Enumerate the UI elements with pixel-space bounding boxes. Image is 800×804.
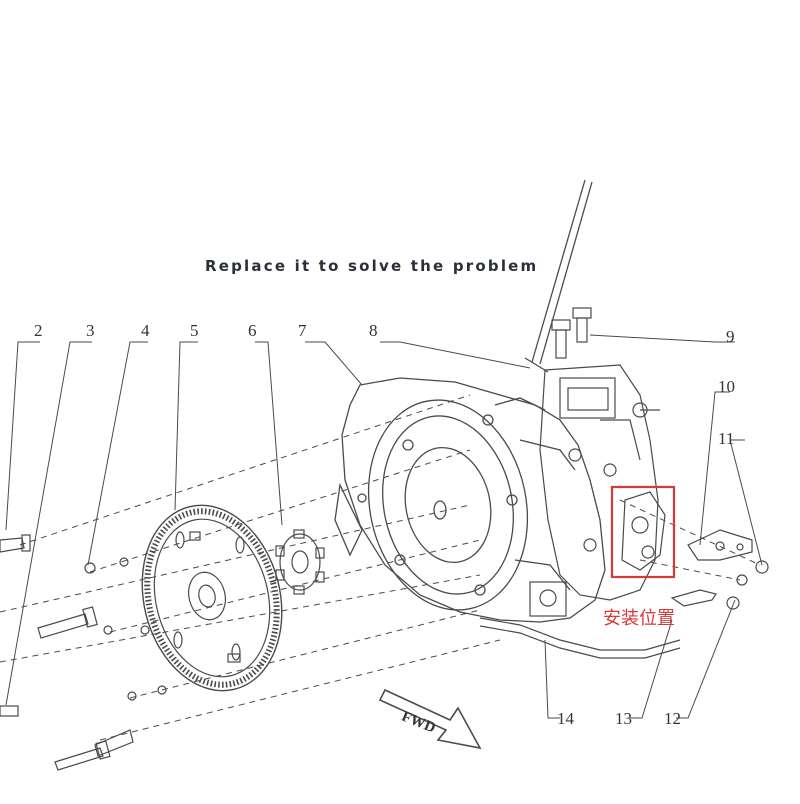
- callout-10: 10: [718, 377, 735, 396]
- callout-9: 9: [726, 327, 735, 346]
- install-position-note: 安装位置: [603, 608, 675, 629]
- dipstick-tube: [524, 179, 593, 373]
- nuts: [670, 560, 769, 610]
- alignment-lines: [0, 394, 761, 741]
- leader-lines: [5, 334, 763, 719]
- callout-4: 4: [141, 321, 150, 340]
- bolts: [0, 534, 167, 771]
- flexplate: [141, 504, 283, 692]
- highlight-box: [610, 485, 676, 579]
- callout-2: 2: [34, 321, 43, 340]
- coupling-disc: [275, 529, 325, 595]
- callout-7: 7: [298, 321, 307, 340]
- bracket: [687, 529, 753, 561]
- replace-caption: Replace it to solve the problem: [205, 257, 539, 275]
- callout-3: 3: [86, 321, 95, 340]
- callout-12: 12: [664, 709, 681, 728]
- callout-8: 8: [369, 321, 378, 340]
- callout-5: 5: [190, 321, 199, 340]
- fittings: [551, 307, 592, 359]
- transmission-housing: [334, 377, 606, 623]
- fwd-arrow: [378, 688, 482, 750]
- sensor-part: [621, 491, 666, 571]
- callout-11: 11: [718, 429, 735, 448]
- cooler-pipe: [479, 581, 681, 659]
- callout-13: 13: [615, 709, 632, 728]
- callout-6: 6: [248, 321, 257, 340]
- callout-14: 14: [557, 709, 574, 728]
- valve-body: [539, 364, 660, 601]
